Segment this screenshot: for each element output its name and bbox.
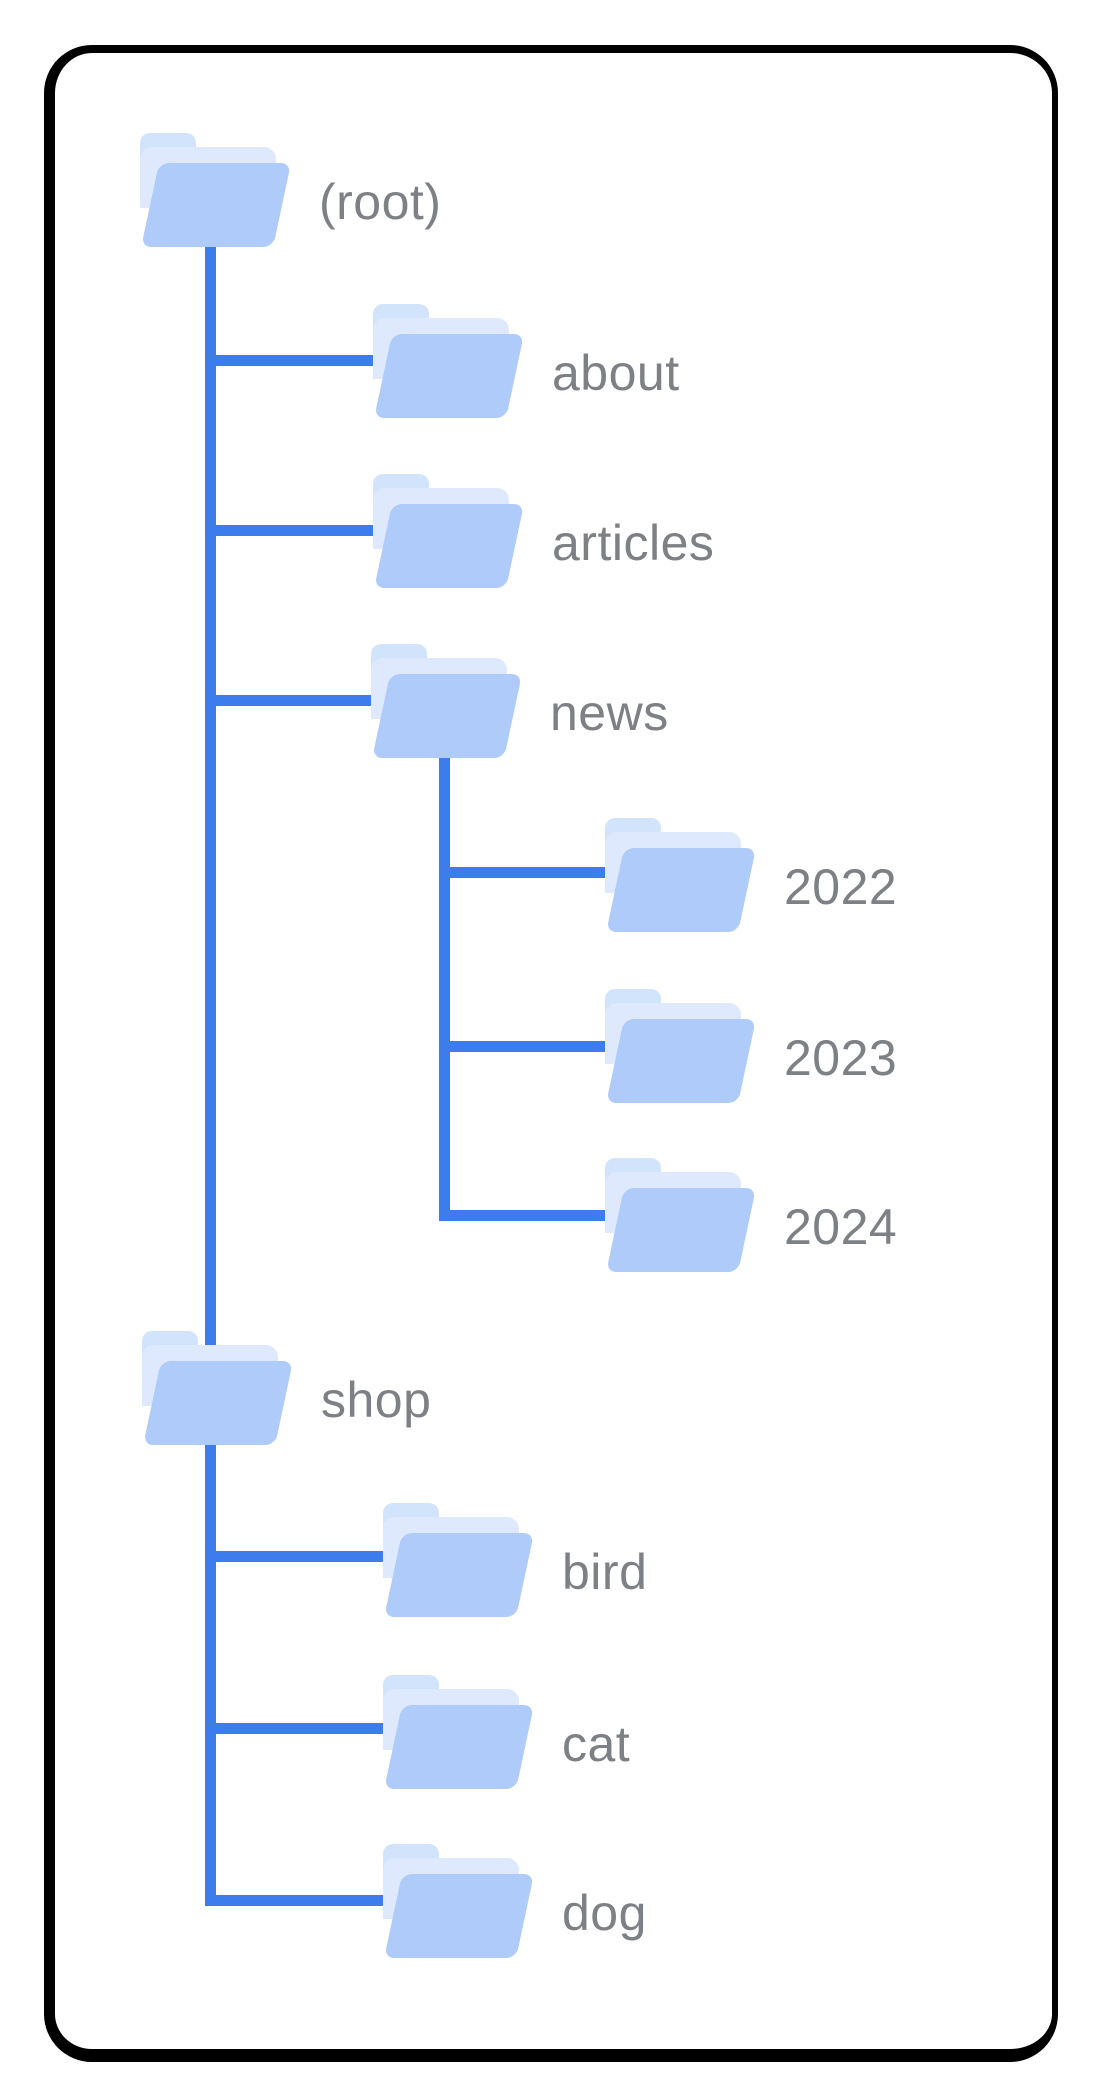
tree-node-2023: 2023 (600, 987, 897, 1103)
folder-front-shape (605, 1019, 756, 1103)
connector-root-trunk (205, 210, 216, 1906)
folder-label: about (552, 345, 680, 401)
folder-icon (378, 1501, 535, 1617)
folder-icon (137, 1329, 294, 1445)
connector-branch-dog (205, 1895, 430, 1906)
connector-branch-2022 (439, 867, 650, 878)
tree-node-news: news (366, 642, 669, 758)
folder-front-shape (373, 504, 524, 588)
folder-front-shape (140, 163, 291, 247)
connector-branch-bird (205, 1551, 430, 1562)
folder-label: 2022 (784, 859, 898, 915)
folder-icon (600, 816, 757, 932)
folder-icon (600, 1156, 757, 1272)
tree-node-dog: dog (378, 1842, 647, 1958)
folder-label: shop (321, 1372, 432, 1428)
connector-branch-articles (205, 525, 420, 536)
folder-front-shape (371, 674, 522, 758)
folder-label: bird (562, 1544, 648, 1600)
folder-label: (root) (319, 174, 442, 230)
folder-icon (368, 472, 525, 588)
frame-border (44, 45, 1058, 2062)
folder-label: dog (562, 1885, 647, 1941)
connector-branch-news (205, 695, 420, 706)
folder-label: 2024 (784, 1199, 898, 1255)
folder-label: news (550, 685, 669, 741)
folder-front-shape (383, 1533, 534, 1617)
connector-branch-2024 (439, 1210, 650, 1221)
connector-news-trunk (439, 720, 450, 1221)
folder-front-shape (605, 848, 756, 932)
folder-icon (600, 987, 757, 1103)
tree-node-root: (root) (135, 131, 441, 247)
folder-label: 2023 (784, 1030, 898, 1086)
folder-icon (378, 1673, 535, 1789)
tree-node-articles: articles (368, 472, 714, 588)
connector-branch-2023 (439, 1041, 650, 1052)
folder-front-shape (373, 334, 524, 418)
connector-branch-about (205, 355, 420, 366)
folder-front-shape (383, 1705, 534, 1789)
folder-icon (135, 131, 292, 247)
tree-node-2022: 2022 (600, 816, 897, 932)
folder-icon (378, 1842, 535, 1958)
folder-label: cat (562, 1716, 631, 1772)
folder-icon (366, 642, 523, 758)
tree-node-cat: cat (378, 1673, 630, 1789)
folder-label: articles (552, 515, 715, 571)
connector-branch-cat (205, 1723, 430, 1734)
tree-node-about: about (368, 302, 680, 418)
folder-front-shape (383, 1874, 534, 1958)
folder-front-shape (142, 1361, 293, 1445)
tree-node-2024: 2024 (600, 1156, 897, 1272)
tree-node-bird: bird (378, 1501, 647, 1617)
folder-icon (368, 302, 525, 418)
folder-front-shape (605, 1188, 756, 1272)
tree-node-shop: shop (137, 1329, 431, 1445)
